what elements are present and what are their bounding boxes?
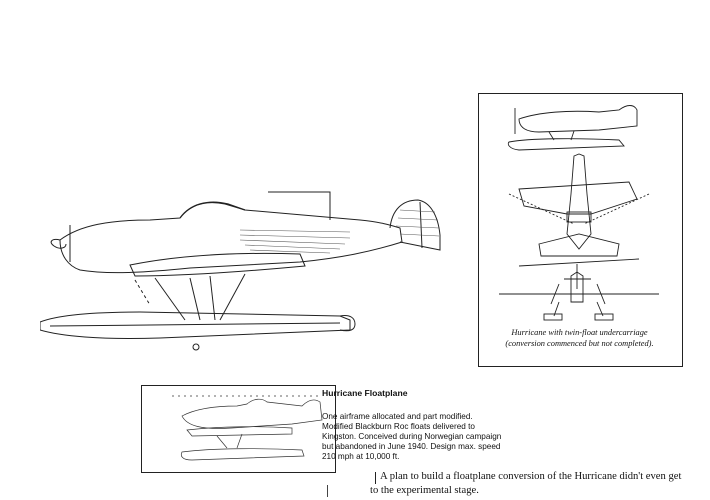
note-line-1: A plan to build a floatplane conversion … xyxy=(380,471,682,482)
inset-title: Hurricane Floatplane xyxy=(322,388,408,398)
caption-line-1: Hurricane with twin-float undercarriage xyxy=(511,328,648,337)
caption-line-2: (conversion commenced but not completed)… xyxy=(505,339,654,348)
inset-floatplane-drawing xyxy=(172,395,323,461)
three-view-caption: Hurricane with twin-float undercarriage … xyxy=(478,327,681,349)
left-tick-mark xyxy=(327,485,328,497)
inset-description: One airframe allocated and part modified… xyxy=(322,412,502,461)
note-bracket-mark xyxy=(375,472,376,484)
note-line-2: to the experimental stage. xyxy=(370,485,479,496)
inset-text-block: Hurricane Floatplane One airframe alloca… xyxy=(322,388,502,462)
three-view-figure-box xyxy=(478,93,683,367)
inset-figure-box xyxy=(141,385,336,473)
floatplane-side-view-drawing xyxy=(40,191,441,351)
three-view-drawing xyxy=(499,105,659,321)
